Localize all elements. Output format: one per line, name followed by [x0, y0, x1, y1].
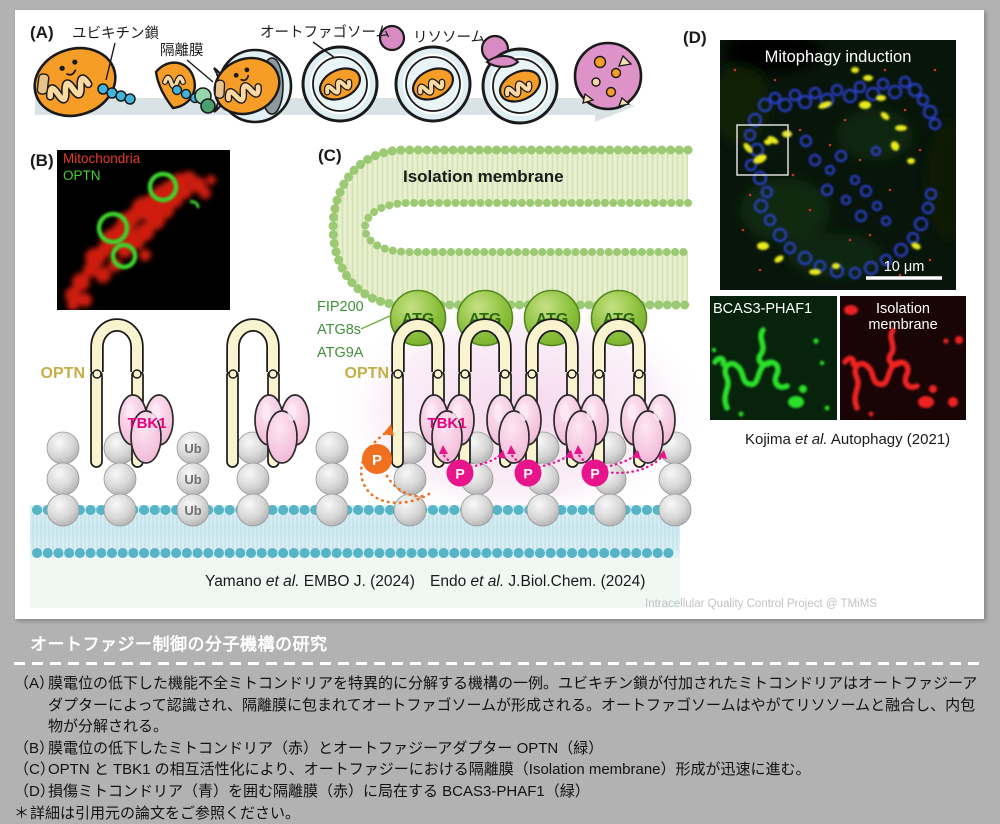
- figure-board: (A) ユビキチン鎖 隔離膜 オートファゴソーム リソソーム (B) Mitoc…: [15, 10, 984, 619]
- caption-c-text: OPTN と TBK1 の相互活性化により、オートファジーにおける隔離膜（Iso…: [48, 761, 811, 779]
- mitochondria-blue: [743, 75, 942, 280]
- p-label: P: [455, 466, 464, 482]
- caption-a: （A）膜電位の低下した機能不全ミトコンドリアを特異的に分解する機構の一例。ユビキ…: [14, 673, 988, 738]
- phosphate-icon: [446, 459, 474, 487]
- isolation-membrane-label: Isolation membrane: [403, 167, 564, 186]
- panel-c: (C) Isolation membrane ATG ATG ATG ATG: [30, 145, 710, 608]
- ub-label: Ub: [184, 441, 201, 456]
- mitochondrion-cartoon: [33, 46, 136, 118]
- caption-note-tag: ＊: [14, 804, 30, 822]
- panel-b-tag: (B): [30, 151, 54, 170]
- caption-note: ＊詳細は引用元の論文をご参照ください。: [14, 803, 988, 824]
- tbk1-label: TBK1: [127, 415, 166, 432]
- caption-b-text: 膜電位の低下したミトコンドリア（赤）とオートファジーアダプター OPTN（緑）: [48, 739, 604, 757]
- pointer-line: [186, 59, 214, 83]
- panel-a-tag: (A): [30, 23, 54, 42]
- panel-d-tag: (D): [683, 28, 707, 47]
- label-isolation-membrane: 隔離膜: [160, 41, 204, 59]
- citation-yamano: Yamano et al. EMBO J. (2024): [205, 573, 415, 590]
- pointer-line: [312, 41, 336, 59]
- mito-outer-membrane: [30, 505, 680, 608]
- red-speckles: [733, 68, 937, 277]
- panel-d-title: Mitophagy induction: [765, 48, 912, 66]
- phosphate-orange-icon: [362, 444, 392, 474]
- isolation-membrane-label-line1: Isolation: [876, 301, 930, 317]
- mitochondria-fluorescence: [65, 171, 216, 310]
- footer-title: オートファジー制御の分子機構の研究: [30, 635, 328, 654]
- atg8s-label: ATG8s: [317, 322, 361, 338]
- bcas3-phaf1-label: BCAS3-PHAF1: [713, 301, 812, 317]
- caption-b-tag: （B）: [14, 739, 55, 757]
- label-lysosome: リソソーム: [413, 30, 485, 46]
- caption-a-text: 膜電位の低下した機能不全ミトコンドリアを特異的に分解する機構の一例。ユビキチン鎖…: [48, 675, 978, 736]
- p-label: P: [590, 466, 599, 482]
- isolation-membrane-signal: [842, 305, 963, 417]
- label-autophagosome: オートファゴソーム: [260, 23, 390, 41]
- caption-c-tag: （C）: [14, 761, 55, 779]
- bcas3-phaf1-micrograph: [710, 296, 837, 420]
- caption-note-text: 詳細は引用元の論文をご参照ください。: [30, 804, 301, 822]
- panel-b: (B) Mitochondria OPTN: [30, 150, 230, 310]
- caption-d: （D）損傷ミトコンドリア（青）を囲む隔離膜（赤）に局在する BCAS3-PHAF…: [14, 781, 988, 803]
- citation-kojima: Kojima et al. Autophagy (2021): [745, 431, 950, 448]
- mitophagy-foci-yellow: [743, 67, 921, 275]
- tbk1-label: TBK1: [427, 415, 466, 432]
- autolysosome-cartoon: [573, 41, 643, 111]
- phosphate-icon: [581, 459, 609, 487]
- dashed-divider: [14, 662, 986, 665]
- pointer-line: [105, 42, 116, 81]
- isolation-membrane-diagram: [328, 145, 693, 310]
- optn-label: OPTN: [345, 365, 389, 382]
- optn-label: OPTN: [41, 365, 85, 382]
- panel-c-tag: (C): [318, 146, 342, 165]
- optn-rings-fluorescence: [96, 171, 200, 270]
- caption-d-text: 損傷ミトコンドリア（青）を囲む隔離膜（赤）に局在する BCAS3-PHAF1（緑…: [48, 782, 590, 800]
- citation-endo: Endo et al. J.Biol.Chem. (2024): [430, 573, 645, 590]
- caption-list: （A）膜電位の低下した機能不全ミトコンドリアを特異的に分解する機構の一例。ユビキ…: [14, 673, 988, 824]
- caption-b: （B）膜電位の低下したミトコンドリア（赤）とオートファジーアダプター OPTN（…: [14, 738, 988, 760]
- autophagosome-cartoon: [396, 47, 470, 121]
- panel-d: (D): [683, 28, 966, 448]
- watermark: Intracellular Quality Control Project @ …: [645, 598, 877, 610]
- legend-mitochondria: Mitochondria: [63, 151, 141, 166]
- pointer-line: [360, 314, 393, 330]
- caption-footer: オートファジー制御の分子機構の研究 （A）膜電位の低下した機能不全ミトコンドリア…: [0, 619, 1000, 823]
- caption-d-tag: （D）: [14, 782, 55, 800]
- isolation-membrane-label-line2: membrane: [868, 317, 937, 333]
- engulfment-cartoon: [213, 48, 293, 124]
- p-label: P: [372, 452, 382, 469]
- fusion-cartoon: [482, 34, 557, 123]
- panel-a-cartoon: (A) ユビキチン鎖 隔離膜 オートファゴソーム リソソーム: [30, 23, 643, 126]
- caption-c: （C）OPTN と TBK1 の相互活性化により、オートファジーにおける隔離膜（…: [14, 759, 988, 781]
- label-ubiquitin-chain: ユビキチン鎖: [72, 25, 159, 42]
- inset-box: [736, 124, 789, 176]
- ub-label: Ub: [184, 472, 201, 487]
- autophagosome-cartoon: [303, 47, 377, 121]
- atg9a-label: ATG9A: [317, 345, 364, 361]
- ubiquitin-beads-icon: [97, 83, 136, 105]
- legend-optn: OPTN: [63, 168, 101, 183]
- fip200-label: FIP200: [317, 299, 364, 315]
- p-label: P: [523, 466, 532, 482]
- scale-bar-label: 10 μm: [884, 259, 925, 275]
- figure-canvas: (A) ユビキチン鎖 隔離膜 オートファゴソーム リソソーム (B) Mitoc…: [30, 23, 966, 610]
- isolation-membrane-micrograph: [840, 296, 966, 420]
- phosphorylation: P P P P: [359, 424, 667, 505]
- phosphate-icon: [514, 459, 542, 487]
- ub-label: Ub: [184, 503, 201, 518]
- ubiquitin-chains: Ub Ub Ub: [46, 431, 692, 527]
- lysosome-icon: [378, 24, 406, 52]
- bcas3-phaf1-signal: [711, 327, 830, 417]
- caption-a-tag: （A）: [14, 675, 55, 692]
